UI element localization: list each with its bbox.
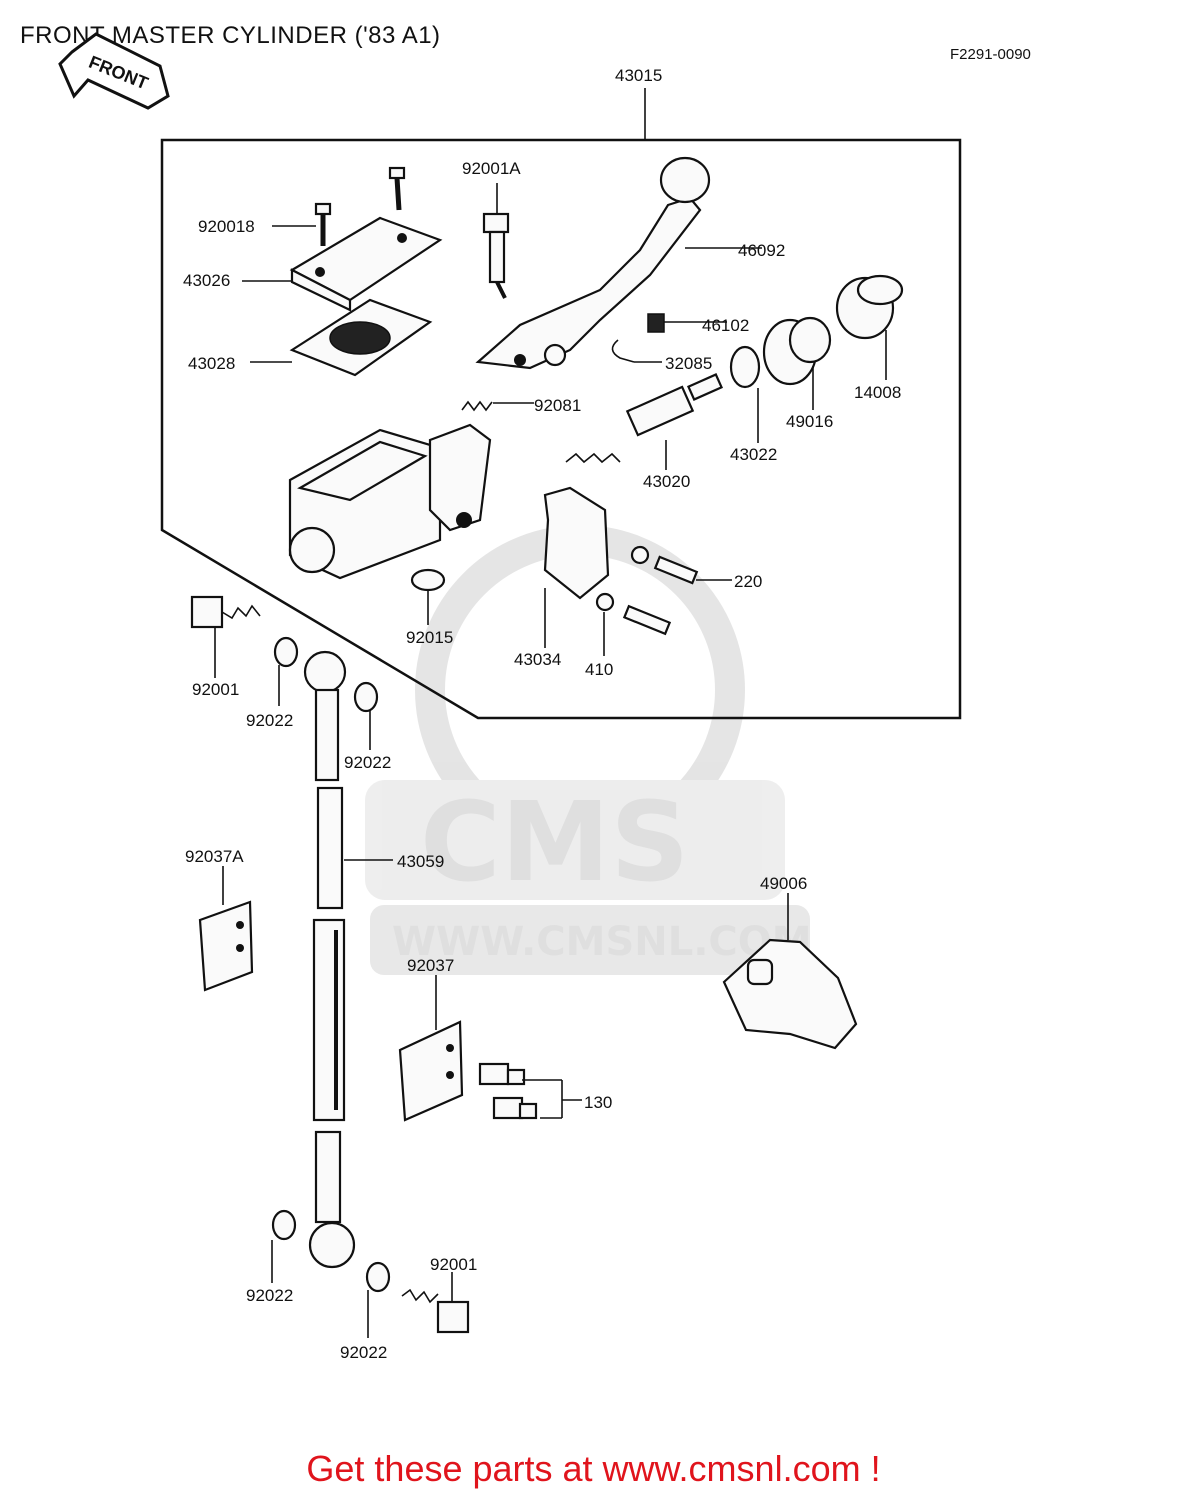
assembly-boundary <box>160 138 962 720</box>
part-label: 43015 <box>615 66 662 85</box>
part-label: 92022 <box>246 1286 293 1305</box>
part-label: 32085 <box>665 354 712 373</box>
part-label: 43026 <box>183 271 230 290</box>
brake-lever <box>475 156 711 370</box>
part-label: 92081 <box>534 396 581 415</box>
part-label: 92001A <box>462 159 521 178</box>
part-label: 92001 <box>430 1255 477 1274</box>
front-arrow-badge: FRONT <box>58 32 170 110</box>
reservoir-cover <box>289 216 443 312</box>
clamp-washer <box>630 545 650 565</box>
banjo-bolt-top <box>190 595 261 629</box>
part-label: 92001 <box>192 680 239 699</box>
clamp-bolt <box>653 555 699 585</box>
part-label: 410 <box>585 660 613 679</box>
cover-screw <box>314 166 406 246</box>
part-label: 92022 <box>246 711 293 730</box>
part-label: 43034 <box>514 650 561 669</box>
watermark-logo: CMS <box>420 778 689 906</box>
mirror-bracket <box>722 938 858 1050</box>
part-label: 92022 <box>344 753 391 772</box>
pivot-nut <box>647 313 665 333</box>
leader-lines <box>214 183 887 1338</box>
part-label: 92037A <box>185 847 244 866</box>
lever-boot <box>835 274 904 340</box>
part-label: 43059 <box>397 852 444 871</box>
hose-bracket-a <box>198 900 254 992</box>
footer-link[interactable]: Get these parts at www.cmsnl.com ! <box>306 1448 881 1489</box>
part-label: 92022 <box>340 1343 387 1362</box>
piston-assembly <box>565 373 724 464</box>
sealing-washer-4 <box>365 1261 391 1293</box>
part-label: 46092 <box>738 241 785 260</box>
part-label: 43022 <box>730 445 777 464</box>
master-cylinder-body <box>288 423 492 580</box>
part-label: 49006 <box>760 874 807 893</box>
pivot-bolt <box>482 212 510 299</box>
clamp-bolt-2 <box>622 604 672 636</box>
sealing-washer-2 <box>353 681 379 713</box>
cap <box>410 568 446 592</box>
hose-bracket <box>398 1020 464 1122</box>
part-label: 920018 <box>198 217 255 236</box>
part-label: 92037 <box>407 956 454 975</box>
diagram-code: F2291-0090 <box>950 46 1031 63</box>
part-label: 49016 <box>786 412 833 431</box>
bracket-bolts <box>478 1062 538 1120</box>
part-label: 46102 <box>702 316 749 335</box>
washer <box>729 345 761 389</box>
lock-washer <box>595 592 615 612</box>
spring <box>461 400 493 412</box>
part-labels: 43015 92001A 920018 46092 43026 43028 46… <box>183 66 901 1362</box>
part-label: 43020 <box>643 472 690 491</box>
banjo-bolt-bottom <box>401 1288 470 1334</box>
clip <box>611 339 635 363</box>
part-label: 14008 <box>854 383 901 402</box>
cms-watermark: CMS WWW.CMSNL.COM <box>365 525 812 975</box>
part-label: 92015 <box>406 628 453 647</box>
part-label: 43028 <box>188 354 235 373</box>
part-label: 220 <box>734 572 762 591</box>
sealing-washer-3 <box>271 1209 297 1241</box>
watermark-url: WWW.CMSNL.COM <box>392 919 812 965</box>
handlebar-clamp <box>543 486 610 600</box>
part-label: 130 <box>584 1093 612 1112</box>
sealing-washer <box>273 636 299 668</box>
diaphragm <box>289 298 433 377</box>
dust-boot <box>762 316 832 386</box>
brake-hose <box>303 650 356 1269</box>
